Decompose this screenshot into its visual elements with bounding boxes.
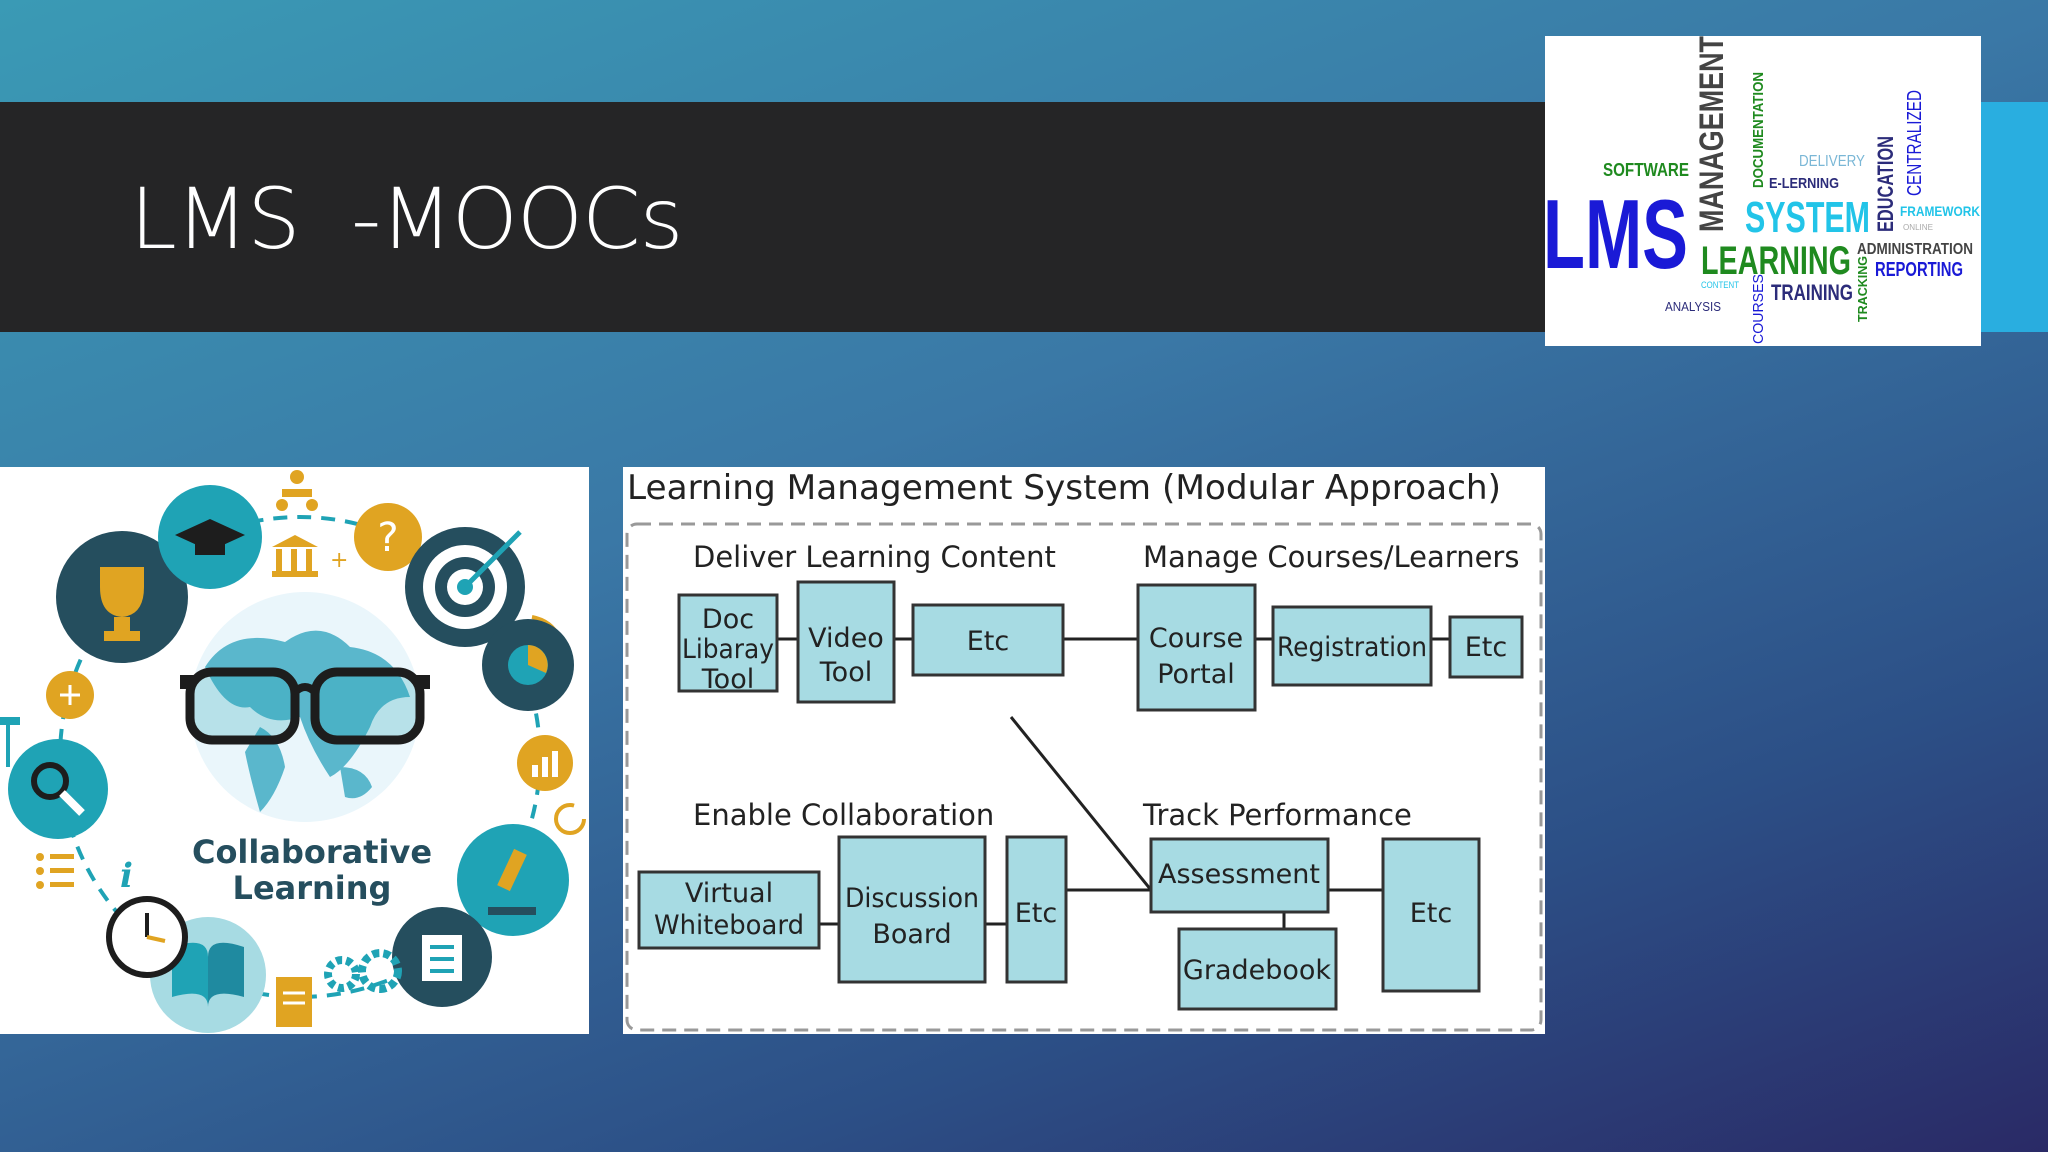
box-vw-line2: Whiteboard [654,910,804,941]
refresh-icon [554,803,586,835]
collab-graphic: Collaborative Learning + [0,470,586,1033]
word-administration: ADMINISTRATION [1857,241,1973,258]
word-delivery: DELIVERY [1799,153,1865,170]
box-video-line2: Tool [819,657,872,688]
dashed-frame [625,522,1543,1032]
microscope-icon [457,824,569,936]
org-chart-icon [276,470,318,511]
diagram-graphic: Learning Management System (Modular Appr… [625,468,1543,1032]
box-assessment-label: Assessment [1158,859,1320,890]
box-db-line2: Board [872,919,951,950]
gears-icon [324,949,402,993]
word-reporting: REPORTING [1875,259,1963,281]
lms-wordcloud-image: LMS SOFTWARE ANALYSIS MANAGEMENT DOCUMEN… [1545,36,1981,346]
section-collab: Enable Collaboration [693,798,994,832]
svg-text:i: i [120,856,133,896]
collaborative-learning-image: Collaborative Learning + [0,467,589,1034]
question-icon: ? [354,503,422,571]
word-documentation: DOCUMENTATION [1750,72,1767,188]
box-doc-line3: Tool [701,664,754,695]
slide-title: LMS -MOOCs [130,170,683,268]
box-etc4-label: Etc [1410,898,1453,929]
circuit-icon [46,671,94,719]
document-icon [392,907,492,1007]
box-etc2-label: Etc [1465,632,1508,663]
word-education: EDUCATION [1873,136,1898,232]
magnifier-icon [8,739,108,839]
box-etc1-label: Etc [967,626,1010,657]
box-etc-manage: Etc [1448,615,1524,679]
box-vw-line1: Virtual [685,878,773,909]
section-deliver: Deliver Learning Content [693,540,1056,574]
svg-text:?: ? [377,515,398,561]
collab-label-line2: Learning [233,869,392,907]
box-etc3-label: Etc [1015,898,1058,929]
box-course-line2: Portal [1157,659,1235,690]
box-doc-library-tool: Doc Libaray Tool [677,593,779,695]
box-course-line1: Course [1149,623,1243,654]
word-software: SOFTWARE [1603,160,1689,180]
box-video-line1: Video [808,623,884,654]
graduation-cap-icon [158,485,262,589]
clock-icon [106,896,188,978]
bar-chart-icon [517,735,573,791]
box-etc-delivery: Etc [911,603,1065,677]
diagram-title: Learning Management System (Modular Appr… [627,468,1501,508]
box-registration: Registration [1271,605,1433,687]
box-gradebook-label: Gradebook [1183,955,1331,986]
section-manage: Manage Courses/Learners [1143,540,1519,574]
box-etc-collab: Etc [1005,835,1068,984]
word-centralized: CENTRALIZED [1904,90,1926,196]
word-lms: LMS [1545,179,1688,289]
glasses-icon [180,667,430,745]
list-icon [36,853,74,889]
word-online: ONLINE [1903,223,1933,232]
box-virtual-whiteboard: Virtual Whiteboard [637,870,821,950]
signpost-icon [0,717,20,767]
box-etc-track: Etc [1381,837,1481,993]
word-learning: LEARNING [1701,239,1851,283]
box-doc-line1: Doc [702,604,754,635]
word-analysis: ANALYSIS [1665,299,1721,314]
word-tracking: TRACKING [1855,256,1870,322]
collab-label-line1: Collaborative [192,833,432,871]
info-icon: i [120,856,133,896]
box-registration-label: Registration [1277,632,1427,663]
word-management: MANAGEMENT [1693,36,1731,232]
word-system: SYSTEM [1745,193,1870,242]
title-bar [0,102,1545,332]
word-elerning: E-LERNING [1769,175,1839,192]
accent-strip [1980,102,2048,332]
connectors [777,637,1450,929]
word-training: TRAINING [1771,280,1853,305]
target-icon [405,527,525,647]
file-icon [276,977,312,1027]
box-course-portal: Course Portal [1136,583,1257,712]
box-doc-line2: Libaray [682,634,774,665]
word-framework: FRAMEWORK [1900,203,1980,219]
trophy-icon [56,531,188,663]
box-assessment: Assessment [1149,837,1330,914]
box-discussion-board: Discussion Board [837,835,987,984]
lms-modular-diagram: Learning Management System (Modular Appr… [623,467,1545,1034]
svg-text:+: + [330,548,348,573]
bank-icon: + [272,535,348,577]
word-courses: COURSES [1750,274,1767,344]
section-track: Track Performance [1142,798,1412,832]
box-db-line1: Discussion [845,883,979,914]
box-video-tool: Video Tool [796,580,896,704]
pie-chart-icon [482,619,574,711]
wordcloud-graphic: LMS SOFTWARE ANALYSIS MANAGEMENT DOCUMEN… [1545,36,1980,344]
box-gradebook: Gradebook [1177,927,1338,1011]
word-content: CONTENT [1701,280,1739,290]
